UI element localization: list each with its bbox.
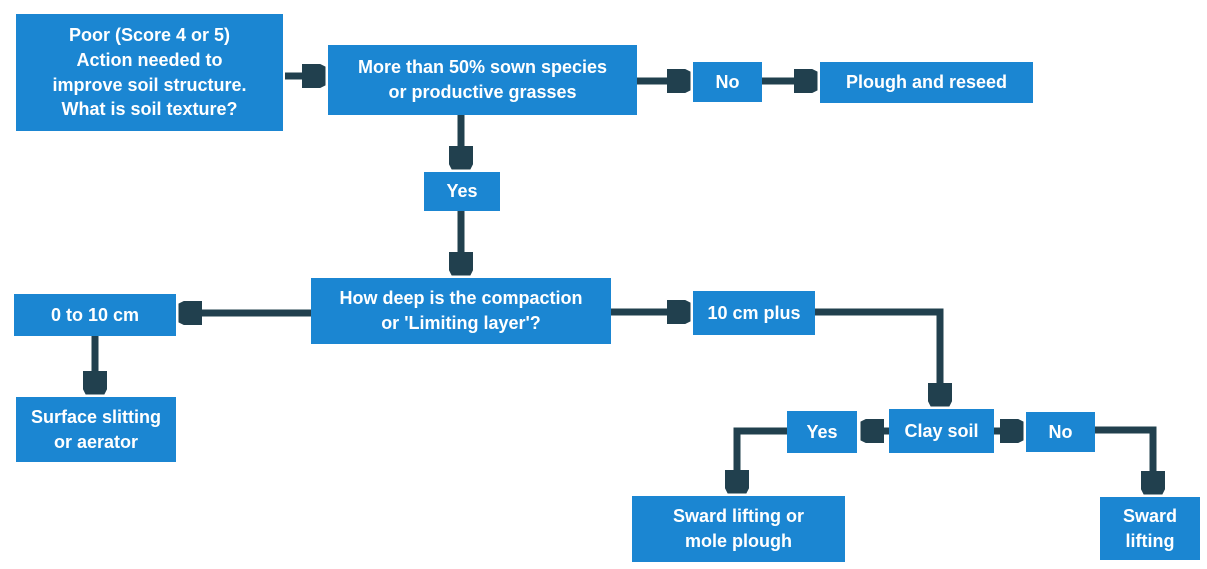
node-clay-soil-question: Clay soil (889, 409, 994, 453)
node-poor-score-question: Poor (Score 4 or 5) Action needed to imp… (16, 14, 283, 131)
node-no-clay-soil: No (1026, 412, 1095, 452)
edge-10plus-to-clay (815, 308, 940, 403)
node-compaction-depth-question: How deep is the compaction or 'Limiting … (311, 278, 611, 344)
node-sward-lifting: Sward lifting (1100, 497, 1200, 560)
node-yes-clay-soil: Yes (787, 411, 857, 453)
node-yes-sown-species: Yes (424, 172, 500, 211)
node-10-cm-plus: 10 cm plus (693, 291, 815, 335)
node-0-to-10-cm: 0 to 10 cm (14, 294, 176, 336)
node-plough-and-reseed: Plough and reseed (820, 62, 1033, 103)
edge-yes2-to-swardmole (737, 427, 787, 490)
node-no-sown-species: No (693, 62, 762, 102)
edge-no2-to-sward (1095, 426, 1153, 491)
node-sown-species-question: More than 50% sown species or productive… (328, 45, 637, 115)
node-sward-lifting-mole-plough: Sward lifting or mole plough (632, 496, 845, 562)
node-surface-slitting-aerator: Surface slitting or aerator (16, 397, 176, 462)
